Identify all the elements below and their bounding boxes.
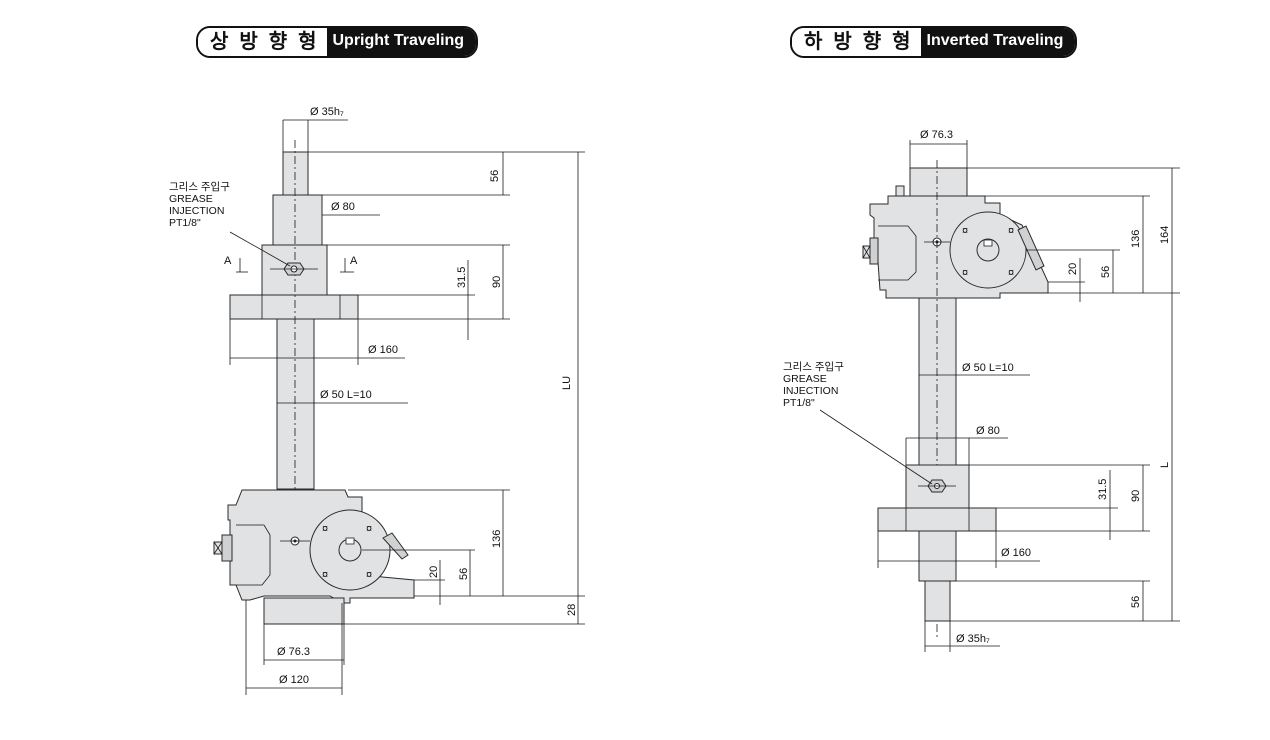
upright-dim-31-5: 31.5 bbox=[456, 267, 468, 288]
upright-section-a-left: A bbox=[224, 255, 232, 267]
upright-dim-90: 90 bbox=[491, 276, 503, 288]
upright-dim-screw: Ø 50 L=10 bbox=[320, 389, 372, 401]
svg-text:¤: ¤ bbox=[322, 569, 328, 581]
svg-text:¤: ¤ bbox=[322, 523, 328, 535]
svg-text:¤: ¤ bbox=[366, 523, 372, 535]
inverted-dim-160: Ø 160 bbox=[1001, 547, 1031, 559]
inverted-grease-note-2: GREASE bbox=[783, 373, 827, 385]
upright-shaft-collar bbox=[272, 194, 323, 246]
inverted-lower-screw bbox=[918, 530, 957, 582]
upright-grease-note-4: PT1/8" bbox=[169, 217, 201, 229]
upright-title-korean: 상 방 향 형 bbox=[198, 28, 327, 56]
inverted-dim-31-5: 31.5 bbox=[1097, 479, 1109, 500]
upright-dim-80: Ø 80 bbox=[331, 201, 355, 213]
inverted-grease-note-1: 그리스 주입구 bbox=[783, 360, 844, 373]
upright-dim-160: Ø 160 bbox=[368, 344, 398, 356]
upright-dim-56-top: 56 bbox=[489, 170, 501, 182]
upright-title: 상 방 향 형 Upright Traveling bbox=[196, 26, 479, 58]
upright-grease-note-3: INJECTION bbox=[169, 205, 224, 217]
inverted-dim-screw: Ø 50 L=10 bbox=[962, 362, 1014, 374]
inverted-title: 하 방 향 형 Inverted Traveling bbox=[790, 26, 1078, 58]
inverted-grease-note-4: PT1/8" bbox=[783, 397, 815, 409]
upright-dim-120: Ø 120 bbox=[279, 674, 309, 686]
upright-dim-shaft-dia: Ø 35h₇ bbox=[310, 106, 344, 118]
upright-screw bbox=[276, 318, 315, 490]
inverted-bottom-shaft bbox=[924, 580, 951, 622]
upright-grease-note-1: 그리스 주입구 bbox=[169, 180, 230, 193]
inverted-dim-164: 164 bbox=[1159, 226, 1171, 244]
upright-dim-lu: LU bbox=[561, 376, 573, 390]
upright-drawing: ¤ ¤ ¤ ¤ Ø 35h₇ Ø 80 Ø 160 Ø 50 L=10 56 9… bbox=[169, 106, 585, 695]
inverted-dim-80: Ø 80 bbox=[976, 425, 1000, 437]
upright-flange bbox=[229, 294, 359, 320]
inverted-dim-136: 136 bbox=[1130, 230, 1142, 248]
upright-dim-136: 136 bbox=[491, 530, 503, 548]
upright-dim-76-3: Ø 76.3 bbox=[277, 646, 310, 658]
upright-dim-20: 20 bbox=[428, 566, 440, 578]
inverted-flange bbox=[877, 507, 997, 532]
svg-text:¤: ¤ bbox=[962, 225, 968, 237]
upright-title-english: Upright Traveling bbox=[326, 28, 477, 56]
inverted-dim-20: 20 bbox=[1067, 263, 1079, 275]
upright-section-a-right: A bbox=[350, 255, 358, 267]
inverted-dim-90: 90 bbox=[1130, 490, 1142, 502]
svg-text:¤: ¤ bbox=[1008, 225, 1014, 237]
upright-top-shaft bbox=[282, 151, 309, 196]
svg-text:¤: ¤ bbox=[962, 267, 968, 279]
inverted-title-english: Inverted Traveling bbox=[920, 28, 1076, 56]
upright-dim-28: 28 bbox=[566, 604, 578, 616]
inverted-screw bbox=[918, 297, 957, 466]
svg-text:¤: ¤ bbox=[366, 569, 372, 581]
upright-grease-note-2: GREASE bbox=[169, 193, 213, 205]
inverted-dim-56-gear: 56 bbox=[1100, 266, 1112, 278]
inverted-dim-76-3: Ø 76.3 bbox=[920, 129, 953, 141]
upright-bottom-boss bbox=[263, 597, 345, 625]
inverted-dim-l: L bbox=[1159, 462, 1171, 468]
inverted-title-korean: 하 방 향 형 bbox=[792, 28, 921, 56]
inverted-dim-56-bottom: 56 bbox=[1130, 596, 1142, 608]
inverted-top-boss bbox=[909, 167, 968, 197]
inverted-grease-note-3: INJECTION bbox=[783, 385, 838, 397]
inverted-dim-shaft-dia: Ø 35h₇ bbox=[956, 633, 990, 645]
upright-dim-56-gear: 56 bbox=[458, 568, 470, 580]
svg-text:¤: ¤ bbox=[1008, 267, 1014, 279]
inverted-drawing: ¤ ¤ ¤ ¤ Ø 76.3 136 164 56 20 bbox=[783, 129, 1180, 652]
